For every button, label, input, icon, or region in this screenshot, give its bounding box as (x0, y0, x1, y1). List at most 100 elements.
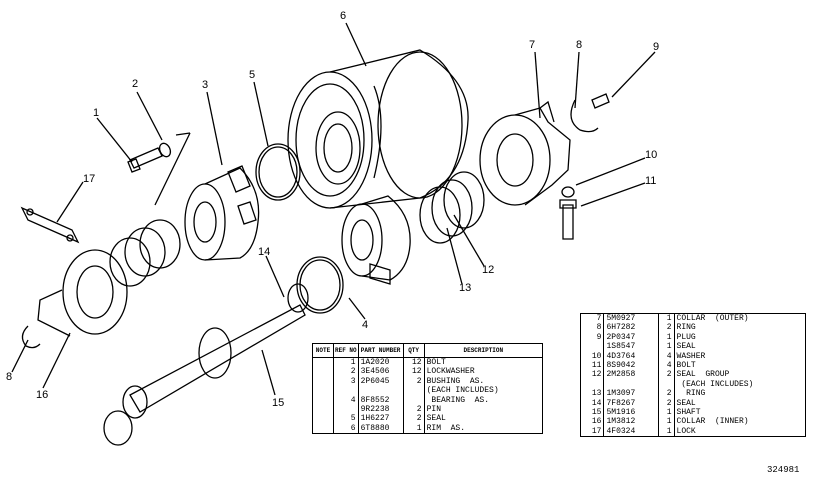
cell-qty: 1 (658, 408, 675, 418)
cell-qty: 12 (403, 367, 425, 377)
parts-table-left: NOTE REF NO PART NUMBER QTY DESCRIPTION … (312, 343, 543, 435)
cell-desc: (EACH INCLUDES) (676, 379, 754, 389)
cell-qty: 4 (658, 351, 675, 362)
cell-ref (580, 379, 605, 390)
cell-ref: 12 (580, 370, 605, 380)
cell-desc: COLLAR (OUTER) (676, 314, 749, 323)
cell-qty: 1 (658, 313, 675, 324)
callout-7: 7 (529, 39, 536, 51)
cell-desc: (EACH INCLUDES) (426, 386, 499, 396)
cell-part: 7F8267 (603, 398, 659, 409)
callout-14: 14 (258, 246, 271, 258)
cell-qty (403, 395, 425, 406)
cell-ref: 15 (580, 408, 605, 418)
cell-part: 1S8547 (603, 342, 659, 352)
callout-15: 15 (272, 397, 285, 409)
cell-ref: 9 (580, 332, 605, 343)
cell-ref: 17 (580, 426, 605, 437)
cell-ref: 7 (580, 313, 605, 324)
header-part-number: PART NUMBER (358, 343, 404, 358)
cell-desc: LOCK (676, 426, 696, 436)
cell-note (312, 395, 334, 406)
cell-desc: SEAL GROUP (676, 370, 730, 380)
cell-ref: 10 (580, 351, 605, 362)
cell-desc: RING (676, 323, 696, 333)
cell-desc: RING (676, 389, 706, 399)
table-row: (EACH INCLUDES) (580, 379, 806, 390)
cell-desc: SEAL (426, 414, 446, 424)
cell-note (312, 367, 334, 377)
table-header-row: NOTE REF NO PART NUMBER QTY DESCRIPTION (312, 343, 543, 358)
cell-desc: SEAL (676, 398, 696, 408)
cell-note (312, 386, 334, 396)
cell-part: 4D3764 (603, 351, 659, 362)
cell-qty: 1 (403, 423, 425, 434)
callout-1: 1 (93, 107, 100, 119)
cell-desc: BOLT (426, 358, 446, 367)
cell-part: 5M1916 (603, 408, 659, 418)
callout-10: 10 (645, 149, 658, 161)
cell-note (312, 357, 334, 368)
callout-16: 16 (36, 389, 49, 401)
callout-17: 17 (83, 173, 96, 185)
cell-ref: 1 (333, 357, 359, 368)
cell-ref: 11 (580, 361, 605, 371)
header-qty: QTY (403, 343, 425, 358)
cell-qty: 2 (403, 414, 425, 424)
cell-ref: 6 (333, 423, 359, 434)
cell-desc: BUSHING AS. (426, 376, 485, 386)
callout-13: 13 (459, 282, 472, 294)
cell-part: 5M0927 (603, 313, 659, 324)
cell-ref: 4 (333, 395, 359, 406)
cell-desc: COLLAR (INNER) (676, 417, 749, 427)
cell-ref: 14 (580, 398, 605, 409)
cell-qty: 2 (658, 398, 675, 409)
cell-qty: 2 (403, 405, 425, 415)
cell-desc: BEARING AS. (426, 395, 490, 405)
cell-part: 2P6045 (358, 376, 404, 387)
cell-ref: 13 (580, 389, 605, 399)
drawing-number: 324981 (767, 465, 800, 475)
header-description: DESCRIPTION (424, 343, 543, 358)
cell-ref: 3 (333, 376, 359, 387)
header-ref-no: REF NO (333, 343, 359, 358)
callout-9: 9 (653, 41, 660, 53)
cell-note (312, 405, 334, 415)
cell-ref: 2 (333, 367, 359, 377)
cell-part: 1M3812 (603, 417, 659, 427)
cell-ref: 5 (333, 414, 359, 424)
cell-part: 8F8552 (358, 395, 404, 406)
cell-desc: RIM AS. (426, 423, 466, 433)
cell-part (358, 386, 404, 396)
cell-qty (403, 386, 425, 396)
cell-qty: 12 (403, 357, 425, 368)
cell-part: 1A2020 (358, 357, 404, 368)
cell-desc: PLUG (676, 332, 696, 342)
cell-qty: 2 (658, 370, 675, 380)
callout-8: 8 (576, 39, 583, 51)
cell-qty: 2 (658, 389, 675, 399)
cell-part: 1H6227 (358, 414, 404, 424)
cell-part: 3E4506 (358, 367, 404, 377)
cell-qty: 1 (658, 426, 675, 437)
cell-part: 6H7282 (603, 323, 659, 333)
callout-12: 12 (482, 264, 495, 276)
cell-part: 9R2238 (358, 405, 404, 415)
cell-note (312, 376, 334, 387)
callout-11: 11 (645, 175, 657, 187)
